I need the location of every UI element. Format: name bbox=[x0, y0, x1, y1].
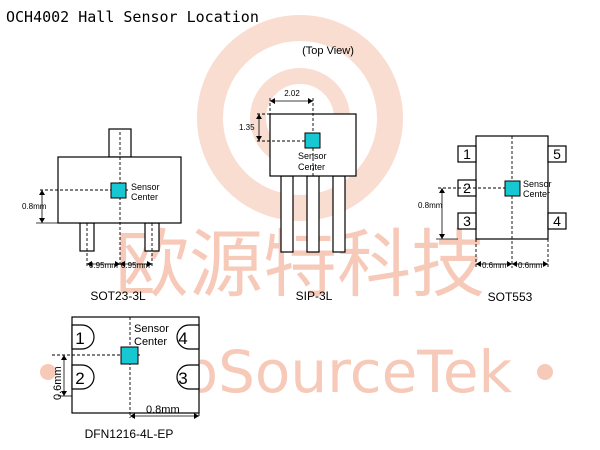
dfn-name: DFN1216-4L-EP bbox=[85, 427, 174, 441]
top-view-label: (Top View) bbox=[302, 45, 354, 57]
sot553-sensor-center bbox=[504, 180, 521, 197]
sot553-pin-box-4 bbox=[547, 212, 567, 230]
sip-lead-1 bbox=[280, 175, 294, 253]
dfn-package: 1 2 3 4 Sensor Center 0.6mm 0.8mm DFN121… bbox=[52, 316, 200, 441]
watermark-dot-left bbox=[40, 364, 56, 380]
sot23-right-lead bbox=[144, 222, 160, 252]
dfn-width-dim: 0.8mm bbox=[146, 404, 180, 416]
sot553-right-dim: 0.6mm bbox=[518, 261, 543, 270]
sot553-pin-1: 1 bbox=[463, 146, 471, 162]
sot553-left-dim: 0.6mm bbox=[482, 261, 507, 270]
dfn-pad-3 bbox=[176, 364, 200, 390]
sip-sensor-label-1: Sensor bbox=[298, 151, 327, 161]
sot23-sensor-center bbox=[110, 182, 127, 199]
watermark: 欧源特科技 ChipSourceTek bbox=[40, 15, 553, 406]
sip-width-dim: 2.02 bbox=[284, 89, 300, 98]
sot553-height-dim: 0.8mm bbox=[418, 201, 443, 210]
dfn-sensor-label-1: Sensor bbox=[134, 323, 169, 335]
sot553-package: 1 2 3 4 5 Sensor Center 0.8mm 0.6mm 0.6m… bbox=[418, 135, 567, 304]
sot23-right-dim: 0.95mm bbox=[121, 261, 150, 270]
dfn-pin-2: 2 bbox=[75, 369, 84, 388]
sot23-left-lead bbox=[79, 222, 95, 252]
sot23-height-dim: 0.8mm bbox=[22, 202, 47, 211]
sot553-pin-5: 5 bbox=[553, 146, 561, 162]
sot553-pin-2: 2 bbox=[463, 180, 471, 196]
sot553-sensor-label-1: Sensor bbox=[523, 179, 552, 189]
dfn-pad-2 bbox=[71, 364, 95, 390]
sot23-sensor-label-2: Center bbox=[131, 192, 158, 202]
dfn-pad-1 bbox=[71, 324, 95, 350]
sot23-sensor-label-1: Sensor bbox=[131, 182, 160, 192]
sot553-sensor-label-2: Center bbox=[523, 189, 550, 199]
sot553-pin-box-1 bbox=[457, 145, 477, 163]
sot553-pin-box-3 bbox=[457, 212, 477, 230]
sot553-name: SOT553 bbox=[488, 290, 533, 304]
dfn-pin-1: 1 bbox=[75, 329, 84, 348]
sip-package: Sensor Center 2.02 1.35 SIP-3L bbox=[239, 89, 357, 303]
watermark-dot-right bbox=[537, 364, 553, 380]
dfn-pad-4 bbox=[176, 324, 200, 350]
sot553-pin-4: 4 bbox=[553, 213, 561, 229]
dfn-pin-3: 3 bbox=[178, 369, 187, 388]
dfn-height-dim: 0.6mm bbox=[52, 366, 64, 400]
sot553-pin-3: 3 bbox=[463, 213, 471, 229]
sip-sensor-center bbox=[304, 132, 321, 149]
page-title: OCH4002 Hall Sensor Location bbox=[6, 8, 259, 26]
sip-height-dim: 1.35 bbox=[239, 123, 255, 132]
dfn-pin-4: 4 bbox=[178, 329, 187, 348]
sip-lead-2 bbox=[306, 175, 320, 253]
sip-sensor-label-2: Center bbox=[298, 162, 325, 172]
dfn-sensor-label-2: Center bbox=[134, 336, 167, 348]
sot23-left-dim: 0.95mm bbox=[89, 261, 118, 270]
watermark-logo-ring bbox=[197, 15, 403, 221]
sot553-pin-box-5 bbox=[547, 145, 567, 163]
sip-name: SIP-3L bbox=[296, 289, 333, 303]
watermark-chinese: 欧源特科技 bbox=[115, 222, 485, 308]
sip-lead-3 bbox=[332, 175, 346, 253]
sot23-package: Sensor Center 0.8mm 0.95mm 0.95mm SOT23-… bbox=[22, 128, 182, 303]
sot23-name: SOT23-3L bbox=[90, 289, 146, 303]
dfn-sensor-center bbox=[120, 346, 139, 365]
